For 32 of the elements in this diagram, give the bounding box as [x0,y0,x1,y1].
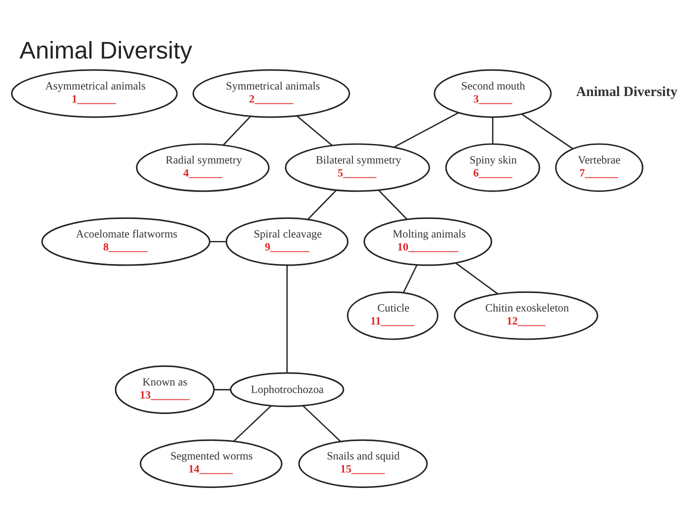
node-ellipse: Chitin exoskeleton 12_____ [454,291,598,340]
diagram-title: Animal Diversity [20,38,192,65]
connector [233,405,272,442]
node-ellipse: Known as 13_______ [114,365,215,414]
connector [307,190,337,220]
node-ellipse: Spiral cleavage 9_______ [226,217,348,266]
connector [492,117,494,144]
connector [296,115,332,146]
connector [455,262,498,294]
node-ellipse: Second mouth 3______ [434,69,552,118]
node-ellipse: Cuticle 11______ [346,291,438,340]
connector [222,116,251,146]
node-ellipse: Molting animals 10_________ [364,217,492,266]
connector [378,190,408,220]
node-ellipse: Symmetrical animals 2_______ [192,69,350,118]
node-ellipse: Lophotrochozoa [230,372,344,408]
node-ellipse: Acoelomate flatworms 8_______ [41,217,210,266]
node-ellipse: Snails and squid 15______ [298,439,428,488]
connector [302,405,342,442]
node-ellipse: Bilateral symmetry 5______ [284,143,430,192]
node-ellipse: Spiny skin 6______ [445,143,540,192]
node-ellipse: Vertebrae 7______ [555,143,644,192]
connector [402,264,418,293]
connector [394,112,459,148]
connector [286,265,288,373]
node-ellipse: Radial symmetry 4______ [136,143,270,192]
connector [214,389,231,390]
label: Animal Diversity [576,84,678,100]
connector [521,114,574,150]
connector [210,240,226,242]
node-ellipse: Asymmetrical animals 1_______ [11,69,178,118]
node-ellipse: Segmented worms 14______ [140,439,282,488]
